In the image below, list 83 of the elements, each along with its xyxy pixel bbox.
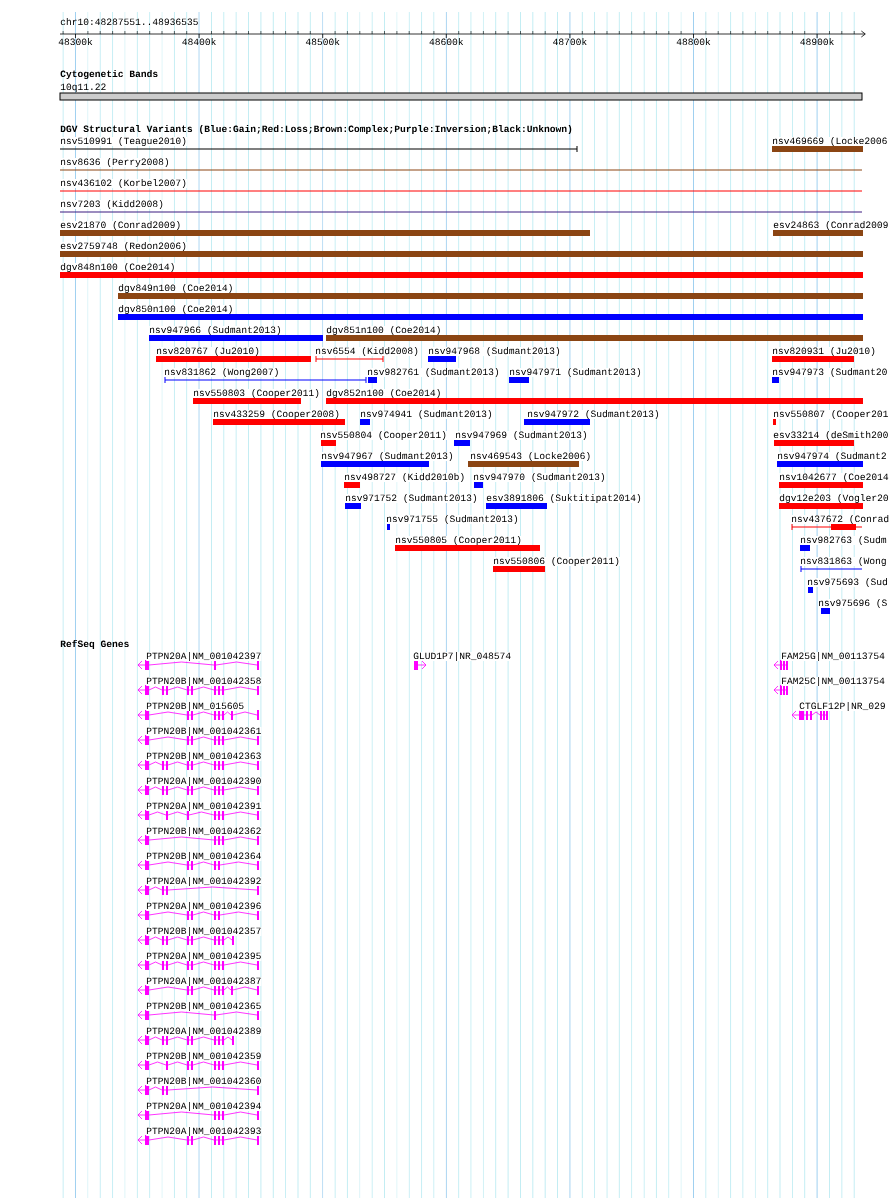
feature-label: GLUD1P7|NR_048574 [413, 652, 512, 661]
feature-label: nsv947972 (Sudmant2013) [527, 410, 660, 419]
feature-label: CTGLF12P|NR_029 [799, 702, 886, 711]
feature-label: nsv982761 (Sudmant2013) [367, 368, 500, 377]
feature-label: PTPN20A|NM_001042397 [146, 652, 262, 661]
feature-label: esv33214 (deSmith200 [773, 431, 889, 440]
tick-label: 48500k [305, 38, 340, 46]
feature-label: FAM25C|NM_00113754 [781, 677, 885, 686]
feature-label: PTPN20A|NM_001042395 [146, 952, 262, 961]
feature-label: PTPN20A|NM_001042394 [146, 1102, 262, 1111]
feature-label: nsv6554 (Kidd2008) [315, 347, 419, 356]
feature-label: dgv12e203 (Vogler20 [779, 494, 889, 503]
feature-label: dgv851n100 (Coe2014) [326, 326, 442, 335]
track-heading: DGV Structural Variants (Blue:Gain;Red:Loss;Brown:Complex;Purple:Inversion;Black:Unknown) [60, 125, 572, 134]
feature-label: PTPN20B|NM_001042362 [146, 827, 262, 836]
feature-label: FAM25G|NM_00113754 [781, 652, 885, 661]
feature-label: dgv849n100 (Coe2014) [118, 284, 234, 293]
feature-label: dgv852n100 (Coe2014) [326, 389, 442, 398]
feature-label: nsv971755 (Sudmant2013) [386, 515, 519, 524]
feature-label: nsv550806 (Cooper2011) [493, 557, 620, 566]
track-heading: RefSeq Genes [60, 639, 129, 649]
tick-label: 48900k [800, 38, 834, 46]
feature-label: nsv947973 (Sudmant20 [772, 368, 888, 377]
feature-label: nsv1042677 (Coe2014 [779, 473, 889, 482]
feature-label: nsv947966 (Sudmant2013) [149, 326, 282, 335]
feature-label: dgv850n100 (Coe2014) [118, 305, 234, 314]
feature-label: PTPN20B|NM_001042360 [146, 1077, 262, 1086]
feature-label: nsv550804 (Cooper2011) [320, 431, 447, 440]
feature-label: esv21870 (Conrad2009) [60, 221, 182, 230]
feature-label: PTPN20B|NM_001042364 [146, 852, 262, 861]
feature-label: nsv947969 (Sudmant2013) [455, 431, 588, 440]
feature-label: nsv947974 (Sudmant2 [777, 452, 887, 461]
tick-label: 48400k [182, 38, 216, 46]
tick-label: 48700k [553, 38, 587, 46]
feature-label: nsv820767 (Ju2010) [156, 347, 260, 356]
feature-label: PTPN20A|NM_001042392 [146, 877, 262, 886]
tick-label: 48800k [676, 38, 711, 46]
feature-label: nsv971752 (Sudmant2013) [345, 494, 478, 503]
feature-label: PTPN20B|NM_001042363 [146, 752, 262, 761]
feature-label: nsv947968 (Sudmant2013) [428, 347, 561, 356]
feature-label: PTPN20B|NM_001042359 [146, 1052, 262, 1061]
feature-label: nsv436102 (Korbel2007) [60, 179, 187, 188]
feature-label: esv3891806 (Suktitipat2014) [486, 494, 642, 503]
feature-label: PTPN20A|NM_001042390 [146, 777, 262, 786]
feature-label: PTPN20B|NM_001042357 [146, 927, 262, 936]
feature-label: nsv974941 (Sudmant2013) [360, 410, 493, 419]
feature-label: nsv550807 (Cooper201 [773, 410, 889, 419]
feature-label: PTPN20B|NM_001042365 [146, 1002, 262, 1011]
feature-label: nsv498727 (Kidd2010b) [344, 473, 466, 482]
tick-label: 48300k [58, 38, 93, 46]
feature-label: nsv510991 (Teague2010) [60, 137, 187, 146]
feature-label: PTPN20A|NM_001042396 [146, 902, 262, 911]
feature-label: nsv550803 (Cooper2011) [193, 389, 320, 398]
feature-label: nsv469543 (Locke2006) [470, 452, 592, 461]
feature-label: PTPN20B|NM_001042361 [146, 727, 262, 736]
feature-label: nsv947967 (Sudmant2013) [321, 452, 454, 461]
feature-label: nsv820931 (Ju2010) [772, 347, 876, 356]
feature-label: nsv982763 (Sudm [800, 536, 887, 545]
feature-label: dgv848n100 (Coe2014) [60, 263, 176, 272]
feature-label: nsv437672 (Conrad [791, 515, 890, 524]
feature-label: nsv8636 (Perry2008) [60, 158, 170, 167]
feature-label: nsv975696 (S [818, 599, 888, 608]
feature-label: PTPN20A|NM_001042393 [146, 1127, 262, 1136]
feature-label: nsv433259 (Cooper2008) [213, 410, 340, 419]
feature-label: nsv831863 (Wong [800, 557, 887, 566]
feature-label: PTPN20B|NM_015605 [146, 702, 245, 711]
tick-label: 48600k [429, 38, 464, 46]
feature-label: PTPN20B|NM_001042358 [146, 677, 262, 686]
feature-label: nsv947970 (Sudmant2013) [473, 473, 606, 482]
feature-label: nsv469669 (Locke2006 [772, 137, 888, 146]
feature-label: nsv550805 (Cooper2011) [395, 536, 522, 545]
track-heading: Cytogenetic Bands [60, 70, 158, 80]
feature-label: nsv831862 (Wong2007) [164, 368, 280, 377]
feature-label: nsv947971 (Sudmant2013) [509, 368, 642, 377]
feature-label: PTPN20A|NM_001042391 [146, 802, 262, 811]
feature-label: esv24863 (Conrad2009 [773, 221, 889, 230]
track-label: chr10:48287551..48936535 [60, 18, 198, 26]
feature-label: nsv7203 (Kidd2008) [60, 200, 164, 209]
feature-label: nsv975693 (Sud [807, 578, 888, 587]
track-label: 10q11.22 [60, 83, 106, 92]
feature-label: esv2759748 (Redon2006) [60, 242, 187, 251]
feature-label: PTPN20A|NM_001042387 [146, 977, 262, 986]
feature-label: PTPN20A|NM_001042389 [146, 1027, 262, 1036]
